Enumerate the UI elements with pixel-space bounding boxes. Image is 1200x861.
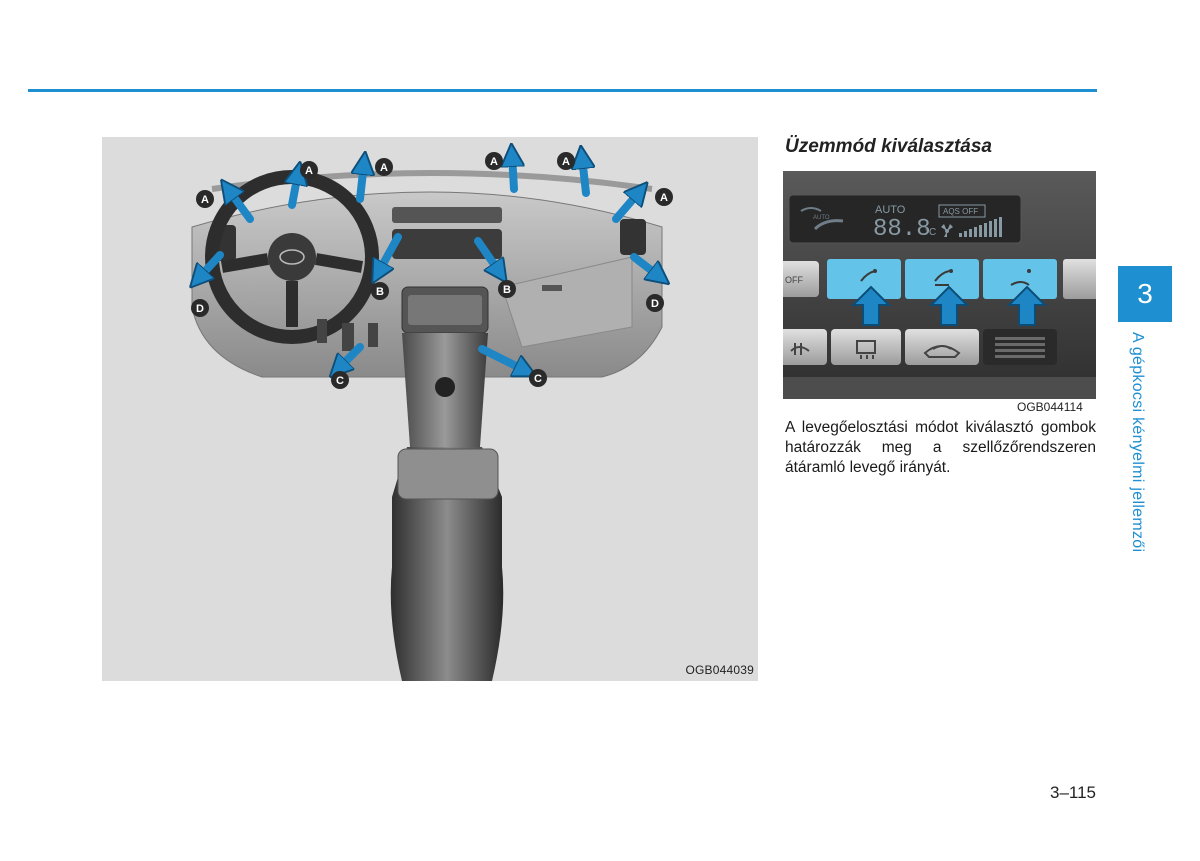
vent-label-c-2: C (529, 369, 547, 387)
svg-text:D: D (196, 303, 204, 315)
svg-text:D: D (651, 298, 659, 310)
lcd-aqs-label: AQS OFF (943, 207, 978, 216)
lcd-temperature: 88.8 (873, 216, 931, 243)
figure-code-left: OGB044039 (685, 663, 754, 677)
section-heading: Üzemmód kiválasztása (785, 136, 992, 158)
svg-text:A: A (562, 156, 570, 168)
lcd-temp-unit: °C (925, 227, 936, 238)
page-number: 3–115 (1050, 783, 1096, 803)
svg-text:B: B (376, 286, 384, 298)
mode-buttons-figure: AUTO AUTO 88.8 °C AQS OFF OFF (783, 171, 1096, 399)
section-body-text: A levegőelosztási módot kiválasztó gom­b… (785, 418, 1096, 478)
svg-text:AUTO: AUTO (813, 215, 830, 221)
svg-text:B: B (503, 284, 511, 296)
vent-label-a-4: A (485, 152, 503, 170)
control-panel-illustration: AUTO AUTO 88.8 °C AQS OFF OFF (783, 171, 1096, 399)
vent-label-a-3: A (375, 158, 393, 176)
vent-label-a-1: A (196, 190, 214, 208)
top-rule (28, 89, 1097, 92)
svg-text:A: A (380, 162, 388, 174)
vent-label-b-2: B (498, 280, 516, 298)
lcd-auto-label: AUTO (875, 204, 906, 216)
chapter-tab: 3 (1118, 266, 1172, 322)
vent-label-d-2: D (646, 294, 664, 312)
svg-text:C: C (534, 373, 542, 385)
svg-text:A: A (201, 194, 209, 206)
figure-code-right: OGB044114 (1017, 400, 1083, 414)
svg-text:A: A (305, 165, 313, 177)
vent-label-d-1: D (191, 299, 209, 317)
dashboard-vents-figure: A A A A A A B B C C D D OGB044039 (102, 137, 758, 681)
svg-text:A: A (490, 156, 498, 168)
chapter-title: A gépkocsi kényelmi jellemzői (1128, 332, 1146, 552)
vent-label-a-5: A (557, 152, 575, 170)
vent-label-c-1: C (331, 371, 349, 389)
vent-label-b-1: B (371, 282, 389, 300)
vent-label-a-6: A (655, 188, 673, 206)
svg-text:C: C (336, 375, 344, 387)
svg-text:A: A (660, 192, 668, 204)
off-button-label: OFF (785, 275, 803, 285)
vent-label-a-2: A (300, 161, 318, 179)
dashboard-illustration: A A A A A A B B C C D D (102, 137, 758, 681)
